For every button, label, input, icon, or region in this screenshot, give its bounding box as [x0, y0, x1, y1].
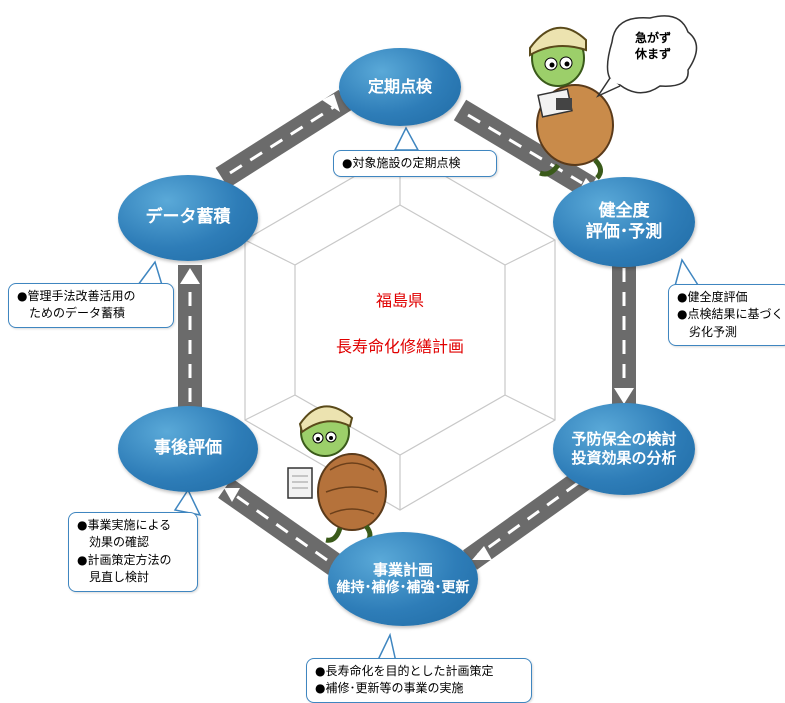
callout-evaluation: ●健全度評価 ●点検結果に基づく 劣化予測	[668, 284, 785, 347]
hexagon-grid	[244, 149, 556, 511]
callout-data-line-2: ためのデータ蓄積	[17, 306, 126, 321]
center-prefecture-label: 福島県	[375, 291, 424, 310]
callout-inspection: ●対象施設の定期点検	[333, 150, 497, 178]
road-evaluation-to-prevention	[612, 260, 636, 410]
node-business-label-1: 事業計画	[372, 560, 433, 579]
callout-post-evaluation-line-3: ●計画策定方法の	[77, 552, 172, 567]
node-evaluation-label-1: 健全度	[598, 200, 650, 221]
callout-business-line-2: ●補修･更新等の事業の実施	[315, 681, 464, 696]
node-evaluation: 健全度 評価･予測	[553, 177, 695, 267]
road-data-to-inspection	[215, 89, 352, 189]
speech-bubble-shape	[595, 15, 698, 98]
callout-evaluation-line-2: ●点検結果に基づく	[677, 307, 784, 322]
node-inspection-label: 定期点検	[367, 77, 432, 96]
callout-business-line-1: ●長寿命化を目的とした計画策定	[315, 664, 494, 678]
node-prevention-label-1: 予防保全の検討	[571, 430, 677, 449]
callout-business-plan: ●長寿命化を目的とした計画策定 ●補修･更新等の事業の実施	[306, 658, 532, 703]
callout-pointers	[136, 126, 700, 663]
node-evaluation-label-2: 評価･予測	[585, 222, 663, 242]
node-post-evaluation: 事後評価	[118, 406, 258, 492]
turtle-inspector-top-illustration	[529, 26, 614, 180]
road-post-evaluation-to-data	[178, 265, 202, 410]
speech-bubble-text: 急がず 休まず	[618, 30, 688, 62]
node-data-accumulation: データ蓄積	[118, 175, 258, 261]
callout-data-accumulation: ●管理手法改善活用の ためのデータ蓄積	[8, 283, 174, 328]
callout-data-line-1: ●管理手法改善活用の	[17, 289, 136, 303]
callout-post-evaluation: ●事業実施による 効果の確認 ●計画策定方法の 見直し検討	[68, 512, 198, 592]
callout-evaluation-line-1: ●健全度評価	[677, 290, 748, 304]
callout-post-evaluation-line-2: 効果の確認	[77, 535, 150, 550]
center-plan-title: 長寿命化修繕計画	[335, 337, 464, 356]
speech-line-1: 急がず	[634, 31, 671, 45]
callout-evaluation-line-3: 劣化予測	[677, 324, 738, 339]
node-data-accumulation-label: データ蓄積	[145, 207, 231, 228]
node-post-evaluation-label: 事後評価	[154, 438, 222, 459]
node-business-label-2: 維持･補修･補強･更新	[336, 579, 470, 596]
road-business-to-post-evaluation	[218, 478, 342, 575]
turtle-inspector-bottom-illustration	[287, 405, 387, 544]
road-prevention-to-business	[463, 468, 592, 570]
node-prevention: 予防保全の検討 投資効果の分析	[553, 403, 695, 495]
callout-post-evaluation-line-1: ●事業実施による	[77, 518, 172, 532]
callout-inspection-line-1: ●対象施設の定期点検	[342, 156, 461, 170]
callout-post-evaluation-line-4: 見直し検討	[77, 570, 150, 585]
node-prevention-label-2: 投資効果の分析	[571, 449, 677, 467]
node-business-plan: 事業計画 維持･補修･補強･更新	[328, 532, 478, 626]
speech-line-2: 休まず	[634, 47, 671, 62]
node-inspection: 定期点検	[339, 48, 461, 126]
